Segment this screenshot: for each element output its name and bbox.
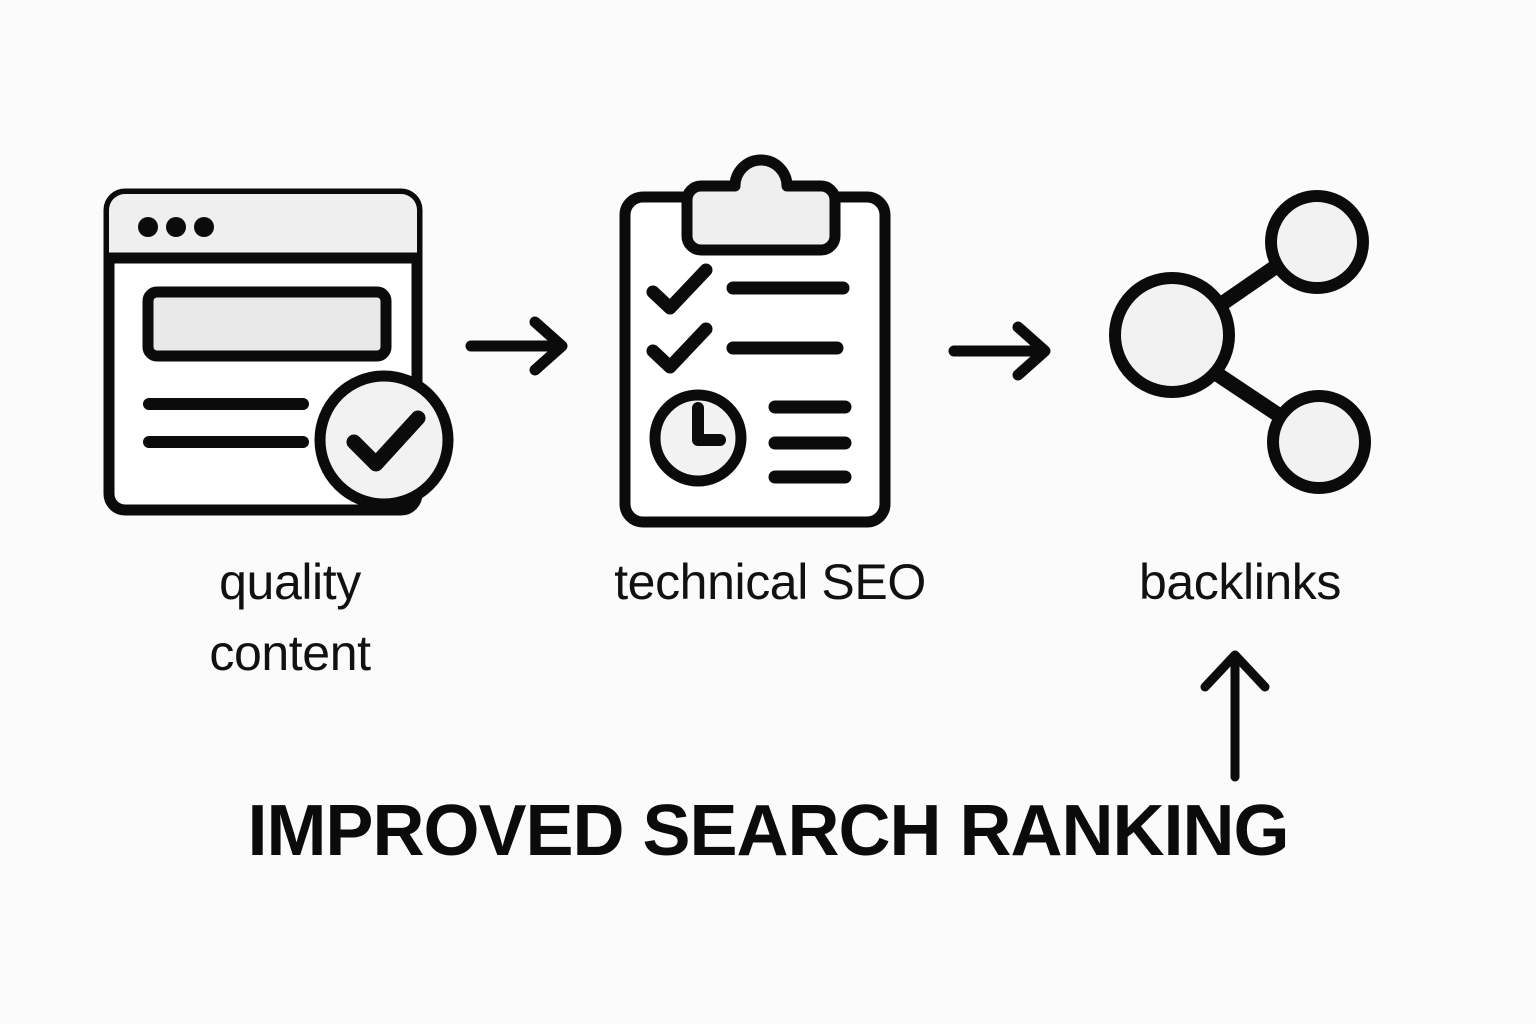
browser-titlebar xyxy=(109,194,417,264)
step-caption-quality-content: quality content xyxy=(209,554,371,681)
checklist-check-1 xyxy=(646,263,713,315)
arrow-up-icon xyxy=(1200,650,1270,782)
node-top-right xyxy=(1265,190,1369,294)
arrow-head xyxy=(529,316,568,376)
clipboard-clip xyxy=(681,154,841,256)
clock-hands xyxy=(692,402,726,446)
arrow-right-icon xyxy=(465,316,568,376)
step-caption-technical-seo: technical SEO xyxy=(614,554,926,610)
check-badge-checkmark xyxy=(346,410,426,472)
browser-dot-2 xyxy=(166,217,186,237)
browser-dot-3 xyxy=(194,217,214,237)
clipboard-checklist-with-clock-icon xyxy=(619,154,891,528)
node-bottom-right xyxy=(1267,390,1371,494)
content-block xyxy=(142,286,392,362)
page-headline: IMPROVED SEARCH RANKING xyxy=(247,791,1289,871)
network-share-nodes-icon xyxy=(1109,190,1371,494)
check-badge-circle xyxy=(314,370,454,510)
browser-window-with-check-badge-icon xyxy=(103,188,454,516)
browser-dot-1 xyxy=(138,217,158,237)
step-caption-backlinks: backlinks xyxy=(1138,554,1342,610)
arrow-head xyxy=(1012,321,1051,381)
arrow-head xyxy=(1200,650,1270,692)
arrow-right-icon xyxy=(948,321,1051,381)
checklist-check-2 xyxy=(646,322,713,374)
node-hub xyxy=(1109,272,1235,398)
